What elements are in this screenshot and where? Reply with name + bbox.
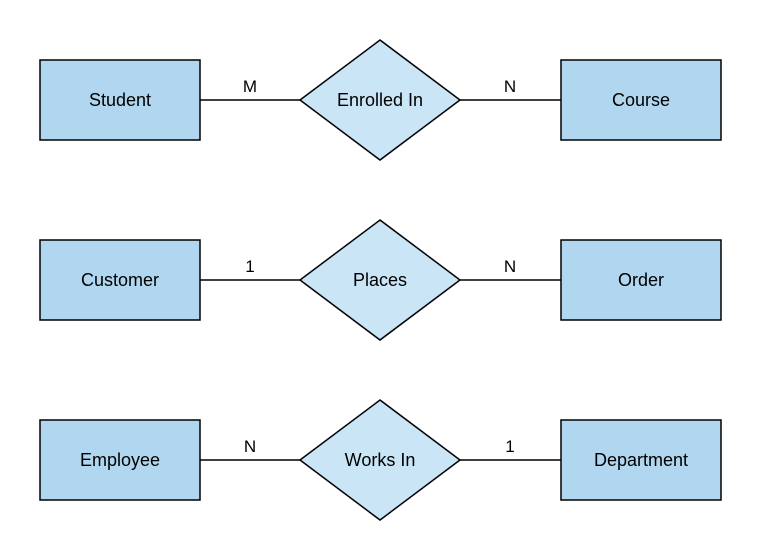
entity-employee[interactable] — [39, 419, 201, 501]
entity-department-label: Department — [594, 450, 688, 470]
cardinality-label-right: N — [504, 77, 516, 96]
entity-customer-label: Customer — [81, 270, 159, 290]
entity-course[interactable] — [560, 59, 722, 141]
cardinality-label-left: 1 — [245, 257, 254, 276]
entity-employee-label: Employee — [80, 450, 160, 470]
er-row-student-course: Student M Enrolled In N Course — [39, 39, 722, 161]
relationship-works-in-label: Works In — [345, 450, 416, 470]
relationship-enrolled-in-label: Enrolled In — [337, 90, 423, 110]
cardinality-label-right: N — [504, 257, 516, 276]
entity-student-label: Student — [89, 90, 151, 110]
relationship-places-label: Places — [353, 270, 407, 290]
cardinality-label-left: N — [244, 437, 256, 456]
relationship-works-in[interactable] — [298, 399, 462, 521]
er-row-customer-order: Customer 1 Places N Order — [39, 219, 722, 341]
er-row-employee-department: Employee N Works In 1 Department — [39, 399, 722, 521]
cardinality-label-left: M — [243, 77, 257, 96]
relationship-places[interactable] — [298, 219, 462, 341]
entity-order[interactable] — [560, 239, 722, 321]
entity-student[interactable] — [39, 59, 201, 141]
entity-course-label: Course — [612, 90, 670, 110]
entity-order-label: Order — [618, 270, 664, 290]
entity-customer[interactable] — [39, 239, 201, 321]
cardinality-label-right: 1 — [505, 437, 514, 456]
entity-department[interactable] — [560, 419, 722, 501]
relationship-enrolled-in[interactable] — [298, 39, 462, 161]
